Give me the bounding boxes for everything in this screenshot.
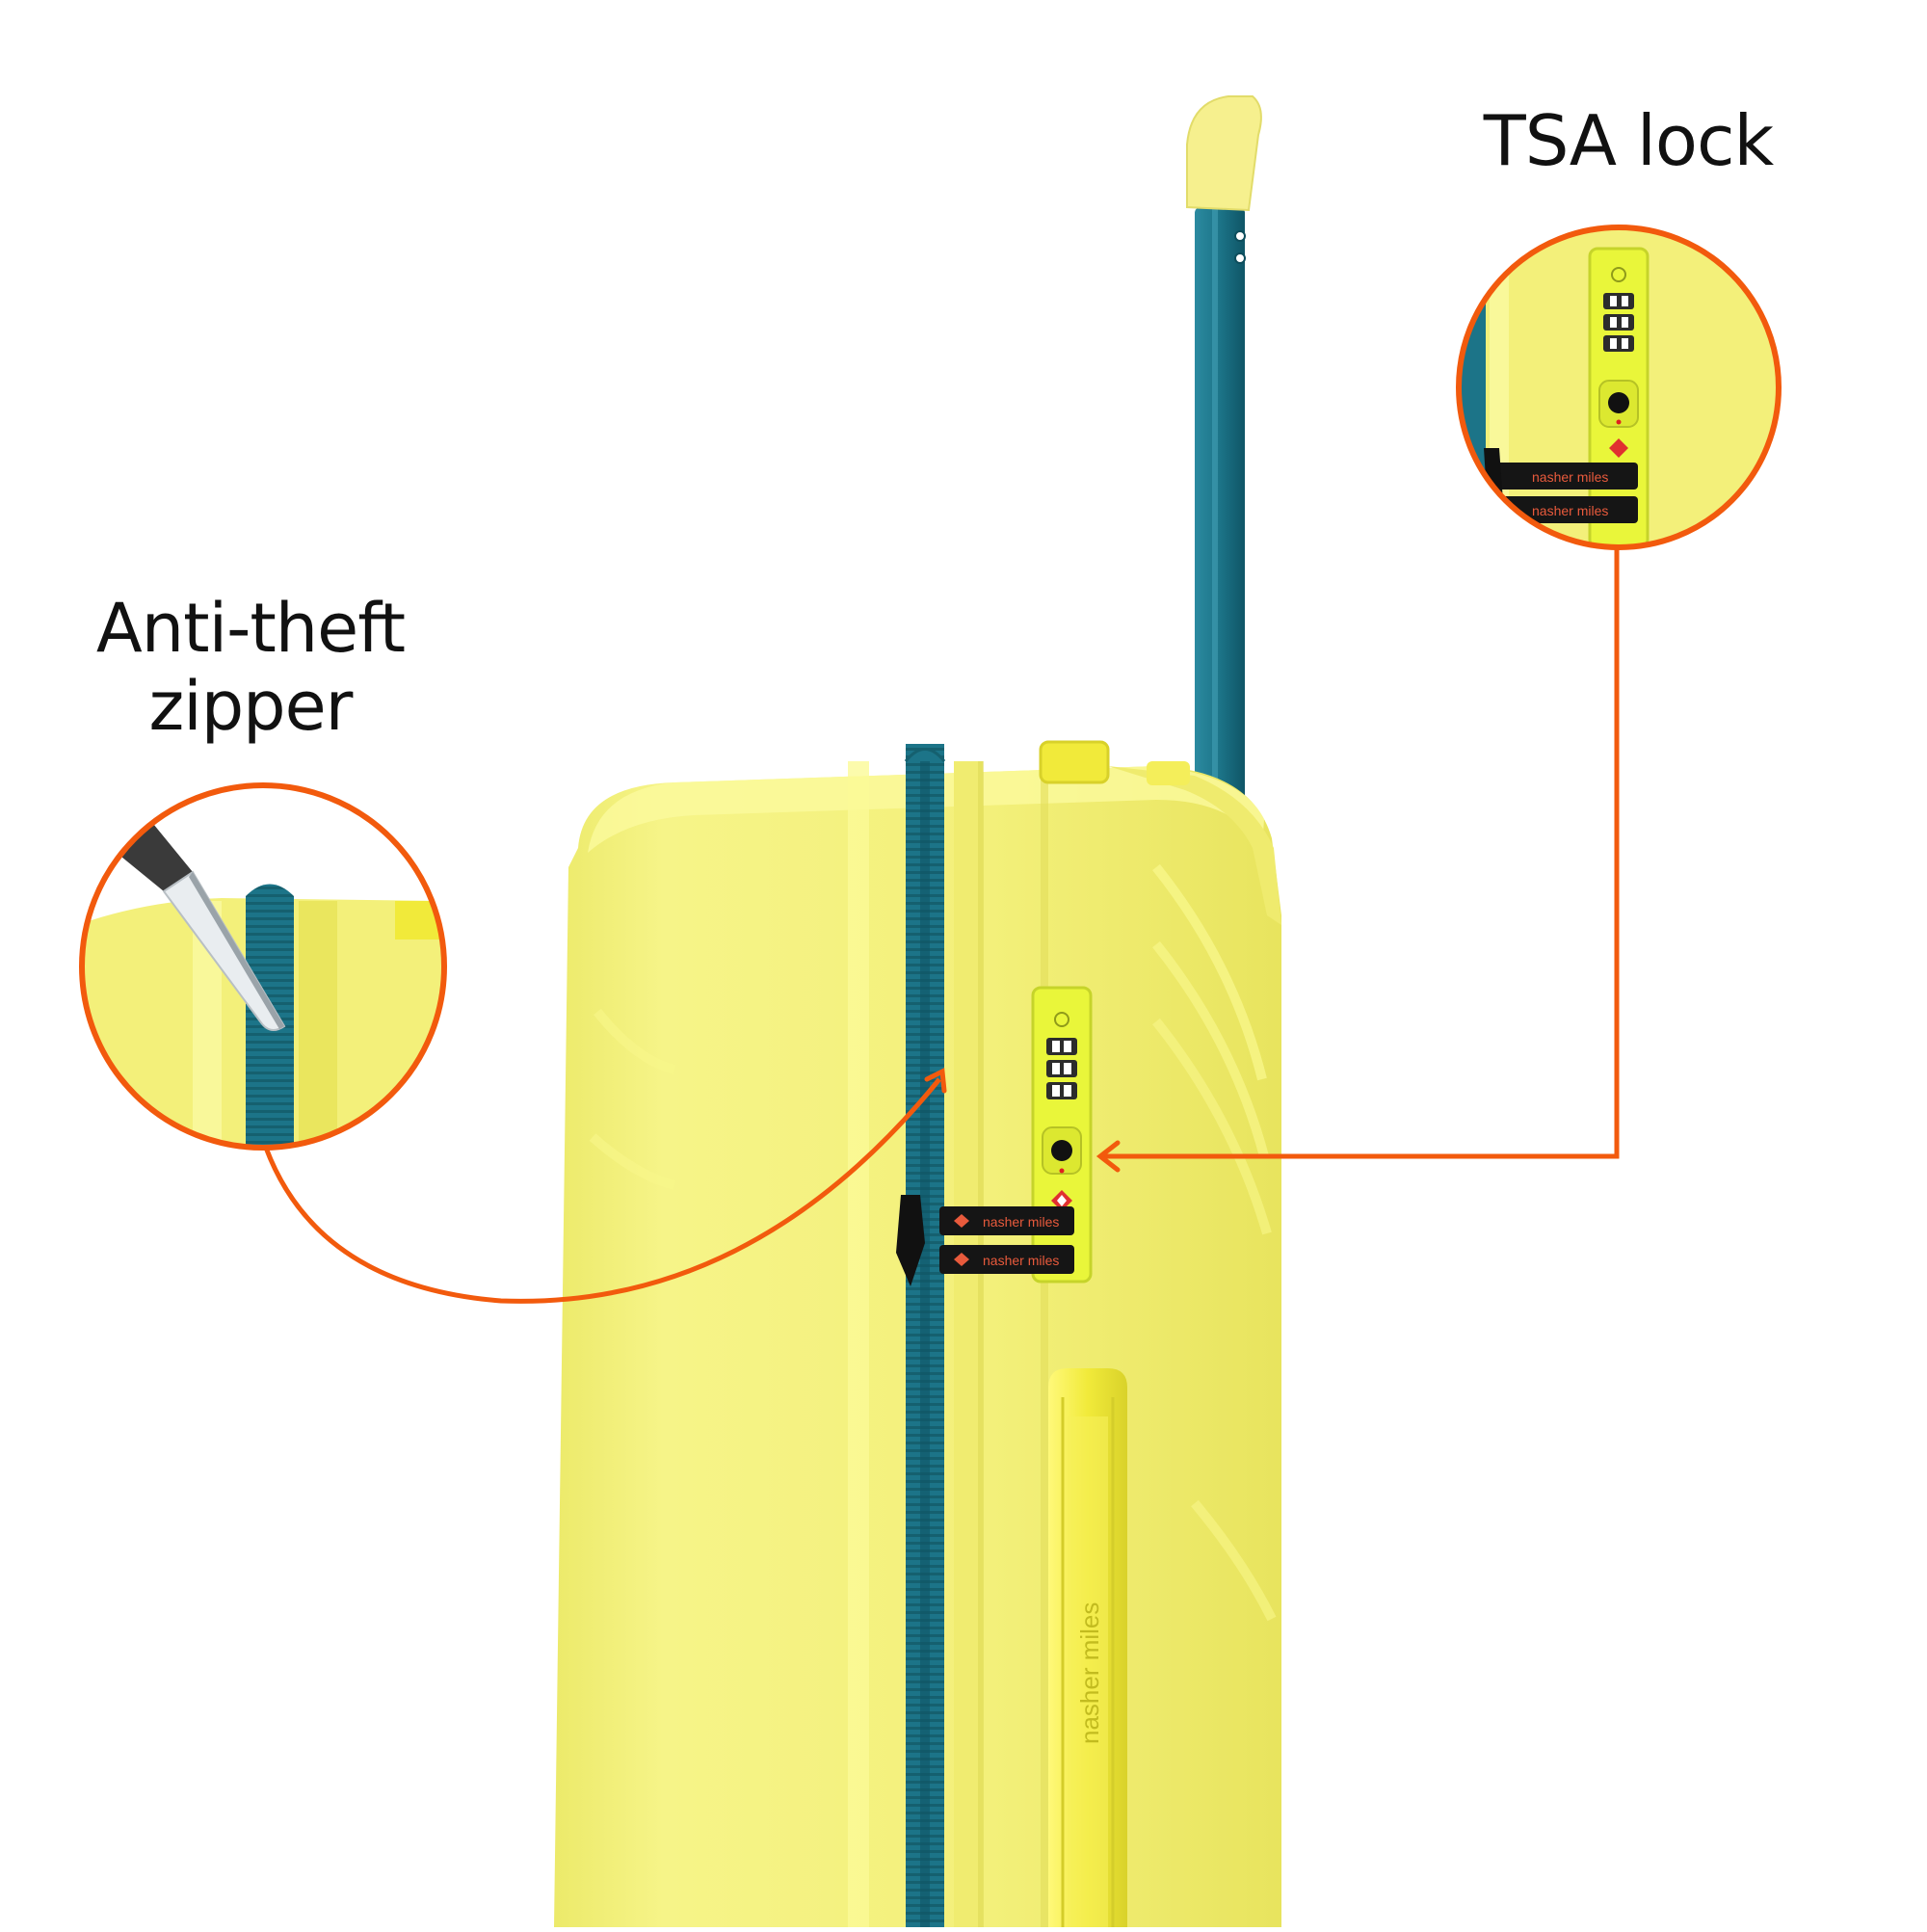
trolley-handle (1186, 95, 1262, 805)
combination-dials (1046, 1038, 1077, 1099)
zipper-tag-text: nasher miles (983, 1214, 1059, 1230)
arrowhead-icon (924, 1068, 947, 1094)
zipper-tag-text: nasher miles (983, 1253, 1059, 1268)
anti-theft-zipper-line1: Anti-theft (95, 589, 406, 668)
tsa-detail-circle: nasher miles nasher miles (1456, 225, 1782, 550)
zipper-detail-circle (79, 782, 447, 1151)
handle-brand-text: nasher miles (1075, 1602, 1104, 1744)
brand-logo-icon (954, 1253, 969, 1266)
anti-theft-zipper-label: Anti-theft zipper (58, 590, 443, 745)
zipper-pulls: nasher miles nasher miles (896, 1195, 1074, 1286)
tsa-lock-label: TSA lock (1483, 100, 1775, 181)
side-handle: nasher miles (1048, 1368, 1127, 1927)
callout-arrows (263, 547, 1620, 1304)
arrowhead-icon (1095, 1140, 1121, 1173)
tsa-diamond-icon (1051, 1190, 1072, 1211)
anti-theft-zipper-line2: zipper (148, 666, 354, 746)
brand-logo-icon (954, 1214, 969, 1228)
zipper-tag-text: nasher miles (1532, 503, 1608, 518)
zipper (904, 744, 946, 1927)
zipper-tag-text: nasher miles (1532, 469, 1608, 485)
tsa-lock (1031, 986, 1093, 1284)
